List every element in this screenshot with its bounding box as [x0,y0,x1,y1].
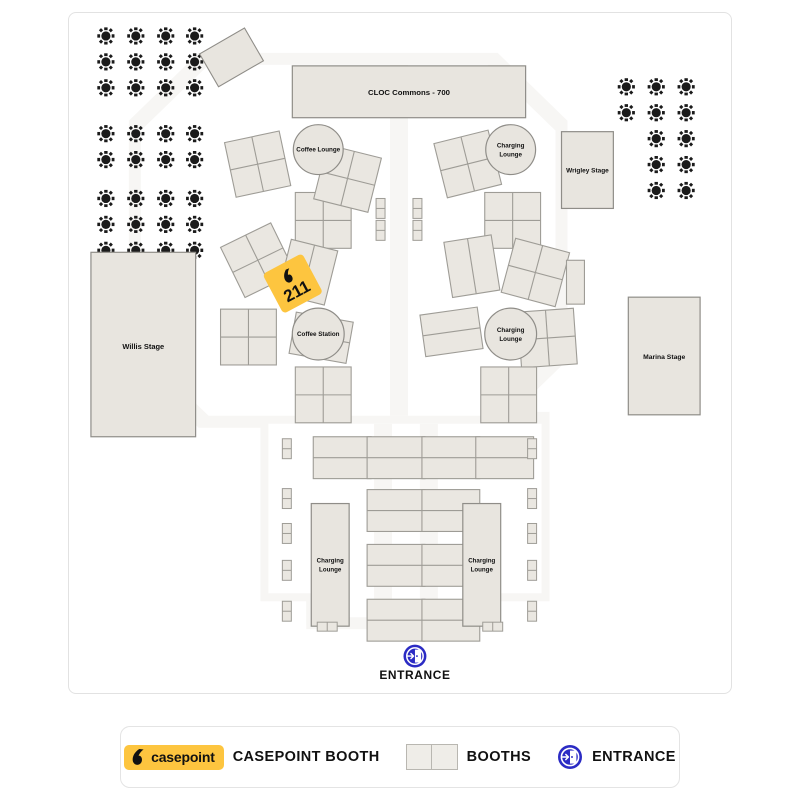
lounge-label: Charging [317,557,344,564]
legend-label-casepoint-booth: CASEPOINT BOOTH [232,749,380,765]
round-table-cluster-right [617,78,695,200]
floorplan-map-card[interactable]: Willis Stage Wrigley Stage Marina Stage … [68,12,732,694]
lounge-label: Coffee Lounge [296,147,340,154]
booth-block-angled-nw[interactable] [198,27,265,88]
lounge-charging-lounge-upper-right[interactable]: Charging Lounge [485,124,537,176]
entrance-label: ENTRANCE [379,668,450,682]
wrigley-stage-label: Wrigley Stage [566,168,609,175]
lounge-charging-lounge-left[interactable]: Charging Lounge [310,502,350,627]
lounge-coffee-lounge[interactable]: Coffee Lounge [292,124,344,176]
casepoint-leaf-icon [284,268,293,283]
casepoint-leaf-icon [132,748,144,765]
lounge-charging-lounge-right[interactable]: Charging Lounge [462,502,502,627]
wrigley-stage[interactable]: Wrigley Stage [560,131,614,210]
lounge-label: Lounge [499,152,522,159]
casepoint-logo-icon: casepoint [124,744,224,770]
entrance-door-icon [558,745,583,769]
legend: casepoint CASEPOINT BOOTH BOOTHS ENTRANC… [120,726,680,788]
casepoint-wordmark: casepoint [151,749,215,765]
lounge-label: Charging [497,143,525,150]
lounge-label: Lounge [499,336,522,343]
booth-row-lower-top[interactable] [312,436,535,480]
lounge-label: Lounge [319,566,342,573]
booth-block-edge-east[interactable] [565,259,585,305]
willis-stage[interactable]: Willis Stage [90,251,197,438]
legend-item-entrance[interactable]: ENTRANCE [557,744,676,770]
booth-swatch-icon [405,744,458,770]
cloc-commons-hall[interactable]: CLOC Commons - 700 [291,65,527,119]
marina-stage-label: Marina Stage [643,354,685,361]
entrance-marker[interactable]: ENTRANCE [379,644,450,682]
marina-stage[interactable]: Marina Stage [627,296,701,416]
lounge-coffee-station[interactable]: Coffee Station [291,307,345,361]
cloc-commons-label: CLOC Commons - 700 [368,88,450,97]
lounge-label: Coffee Station [297,331,340,338]
entrance-door-icon [406,649,422,663]
lounge-label: Charging [497,327,525,334]
floorplan-svg[interactable]: Willis Stage Wrigley Stage Marina Stage … [69,13,731,693]
legend-label-entrance: ENTRANCE [592,749,676,765]
legend-item-booths[interactable]: BOOTHS [405,744,532,770]
willis-stage-label: Willis Stage [122,342,164,351]
lounge-charging-lounge-lower-right[interactable]: Charging Lounge [484,307,538,361]
legend-item-casepoint-booth[interactable]: casepoint CASEPOINT BOOTH [124,744,380,770]
lounge-label: Lounge [471,566,494,573]
lounge-label: Charging [468,557,495,564]
legend-label-booths: BOOTHS [466,749,532,765]
